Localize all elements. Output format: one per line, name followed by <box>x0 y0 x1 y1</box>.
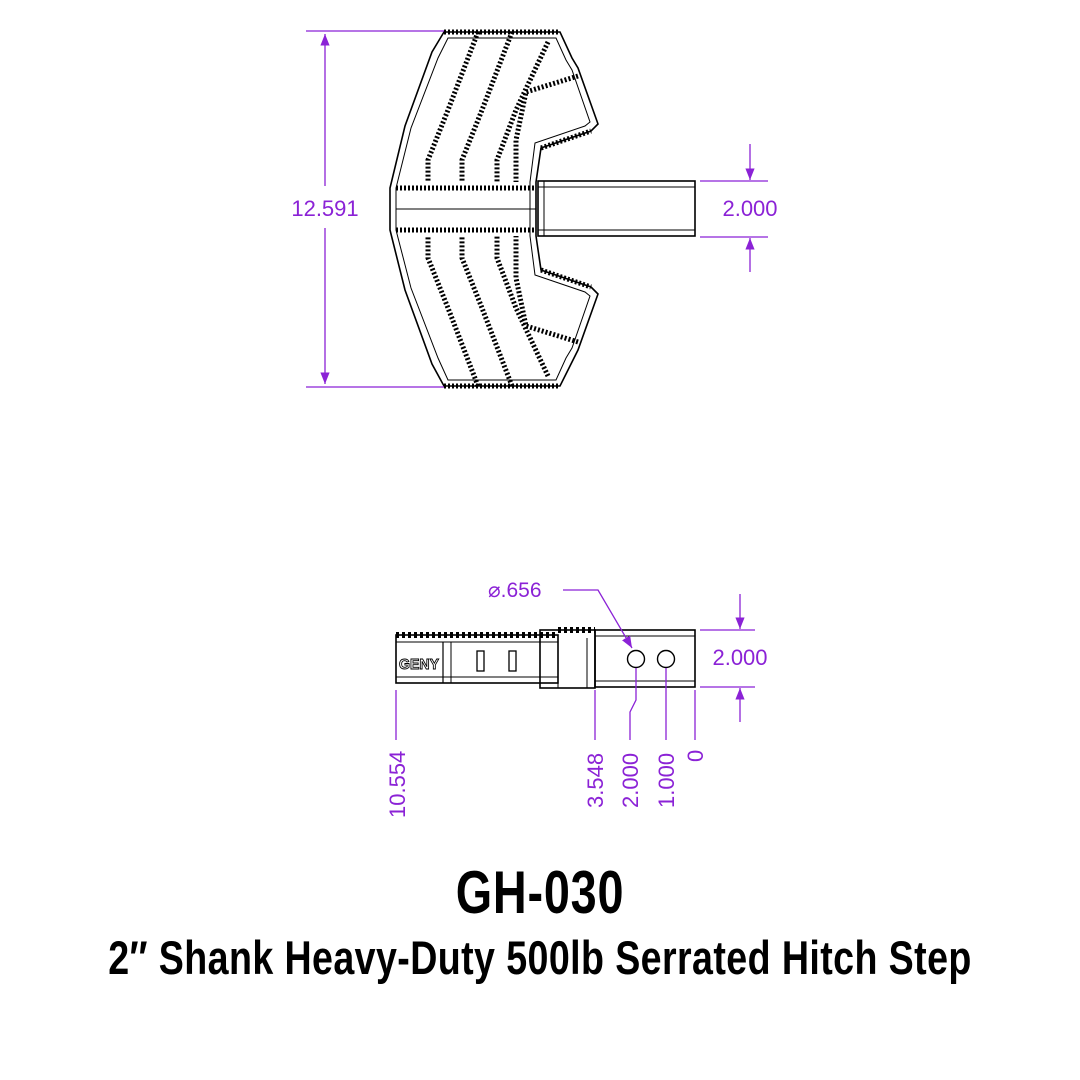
rib-3-top <box>494 40 551 182</box>
serrated-edge-bottom <box>444 267 592 389</box>
top-view-dimensions <box>306 30 768 388</box>
product-code: GH-030 <box>455 859 625 926</box>
top-view <box>389 29 696 389</box>
rib-2-top <box>459 31 515 182</box>
shank-top-view <box>537 180 696 237</box>
side-view <box>395 627 696 689</box>
ordinate-1-000: 1.000 <box>654 753 679 808</box>
slot-2 <box>508 650 517 672</box>
rib-2-bottom <box>459 236 515 387</box>
brand-logo: GENY <box>399 656 439 673</box>
rib-4-top <box>513 73 579 182</box>
step-inner-outline <box>395 37 591 381</box>
shank-width-label-top: 2.000 <box>722 196 777 221</box>
step-outline <box>389 31 599 387</box>
ordinate-2-000: 2.000 <box>618 753 643 808</box>
rib-4-bottom <box>513 236 579 345</box>
product-name: 2″ Shank Heavy-Duty 500lb Serrated Hitch… <box>108 931 972 984</box>
pin-hole-2 <box>656 649 676 669</box>
rib-3-bottom <box>494 236 551 378</box>
pin-hole-1 <box>626 649 646 669</box>
side-view-dimensions <box>395 589 755 740</box>
ordinate-3-548: 3.548 <box>583 753 608 808</box>
rib-1-top <box>425 31 481 182</box>
rib-1-bottom <box>425 236 481 387</box>
shank-height-label: 2.000 <box>712 645 767 670</box>
serrated-edge-top <box>444 29 592 151</box>
hole-diameter-label: ⌀.656 <box>488 579 542 602</box>
ordinate-0: 0 <box>683 750 708 762</box>
ordinate-10-554: 10.554 <box>385 751 410 818</box>
overall-length-label: 12.591 <box>291 196 358 221</box>
shank-side-view <box>594 629 696 688</box>
slot-1 <box>476 650 485 672</box>
